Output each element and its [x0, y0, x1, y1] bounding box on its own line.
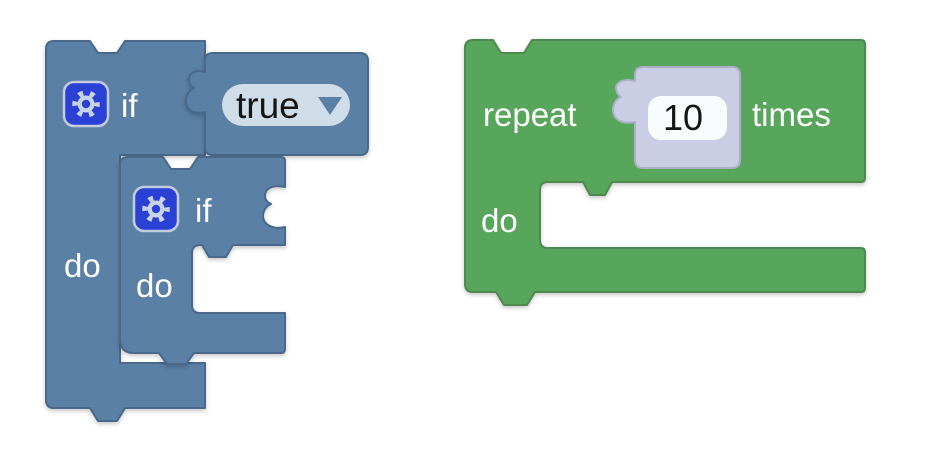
- outer-if-label: if: [121, 87, 138, 124]
- number-field[interactable]: [648, 96, 727, 140]
- number-shadow-block[interactable]: 10: [612, 66, 741, 169]
- repeat-block[interactable]: [464, 39, 866, 306]
- repeat-block-body[interactable]: [464, 39, 866, 306]
- repeat-do-label: do: [481, 202, 518, 239]
- gear-icon: [142, 195, 170, 223]
- times-label: times: [752, 96, 831, 133]
- dropdown-arrow-icon[interactable]: [318, 97, 342, 115]
- nested-if-label: if: [195, 192, 212, 229]
- true-value-block[interactable]: true: [185, 52, 369, 156]
- nested-do-label: do: [136, 267, 173, 304]
- outer-if-block-body[interactable]: [45, 40, 206, 422]
- gear-icon: [72, 90, 100, 118]
- condition-dropdown-value[interactable]: true: [236, 85, 300, 126]
- outer-if-gear-button[interactable]: [62, 80, 110, 128]
- nested-if-gear-button[interactable]: [132, 185, 180, 233]
- outer-if-block[interactable]: [45, 40, 206, 422]
- repeat-count-value[interactable]: 10: [663, 97, 703, 138]
- outer-do-label: do: [64, 247, 101, 284]
- condition-dropdown-field[interactable]: [222, 84, 350, 126]
- repeat-label: repeat: [483, 96, 577, 133]
